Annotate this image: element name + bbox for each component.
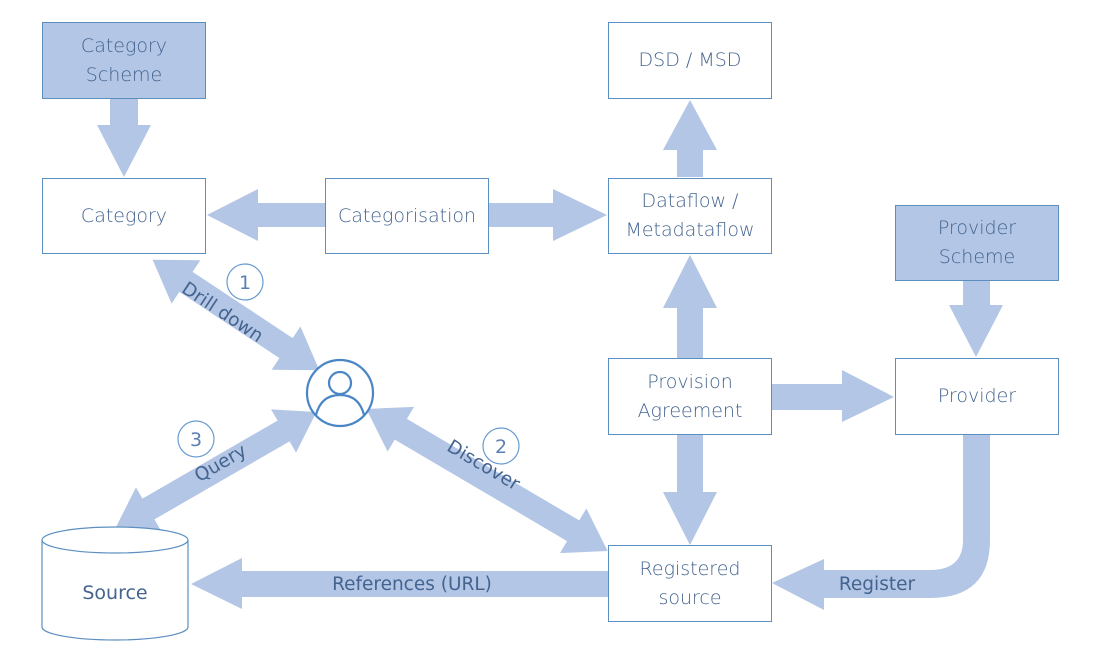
node-categorisation: Categorisation [325,178,489,254]
label-register: Register [839,574,916,595]
arrow-drill-down [152,259,320,371]
arrow-query [115,409,317,531]
arrow-discover [366,406,608,554]
label-references: References (URL) [332,574,492,595]
node-provider: Provider [895,358,1059,435]
node-provider-label: Provider [937,385,1017,407]
source-label: Source [82,582,147,604]
node-registered-source: Registered source [608,545,772,622]
node-category-scheme-label: Category Scheme [80,34,168,86]
arrow-providerscheme-to-provider [949,281,1003,357]
arrow-provision-to-dataflow [663,255,717,358]
source-cylinder: Source [41,526,189,641]
arrow-categoryscheme-to-category [97,98,151,177]
node-dataflow-label: Dataflow / Metadataflow [625,190,755,241]
step-1-badge: 1 [226,263,264,301]
node-categorisation-label: Categorisation [337,204,477,227]
user-circle-icon [305,358,375,428]
node-category: Category [42,178,206,254]
node-dataflow: Dataflow / Metadataflow [608,178,772,254]
node-provision-agreement: Provision Agreement [608,358,772,435]
arrow-categorisation-to-category [207,189,325,241]
arrow-references [191,558,609,609]
step-3-badge: 3 [177,420,215,458]
node-provider-scheme-label: Provider Scheme [937,217,1017,268]
step-1-number: 1 [239,272,251,294]
arrow-categorisation-to-dataflow [489,189,607,241]
node-dsd-msd: DSD / MSD [608,22,772,99]
arrow-register [772,434,990,610]
step-2-badge: 2 [482,427,520,465]
arrow-provision-to-provider [771,370,894,422]
step-2-number: 2 [495,436,507,458]
node-provider-scheme: Provider Scheme [895,205,1059,281]
arrow-dataflow-to-dsd [663,100,717,177]
step-3-number: 3 [190,429,202,451]
node-category-scheme: Category Scheme [42,22,206,99]
node-dsd-msd-label: DSD / MSD [638,49,742,71]
node-provision-agreement-label: Provision Agreement [637,370,743,422]
arrow-provision-to-registeredsource [663,434,717,545]
node-category-label: Category [80,204,168,227]
node-registered-source-label: Registered source [639,557,741,609]
